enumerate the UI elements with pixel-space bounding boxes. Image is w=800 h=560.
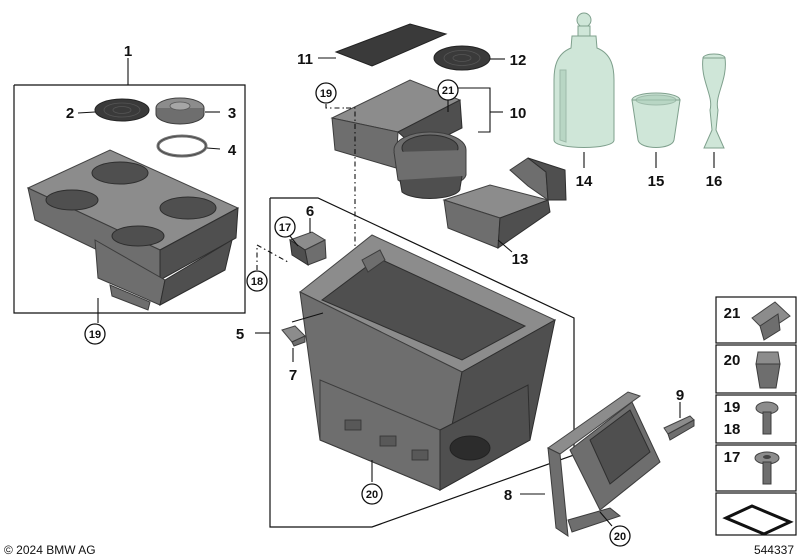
- part-9-connector[interactable]: [663, 415, 695, 441]
- callout-19-circle-a[interactable]: [84, 323, 106, 345]
- part-16-goblet[interactable]: [702, 53, 726, 149]
- callout-20-circle-b[interactable]: [609, 525, 631, 547]
- part-7-small-cover[interactable]: [281, 325, 306, 347]
- clip-20-icon: [755, 351, 781, 389]
- callout-6[interactable]: 6: [306, 203, 314, 220]
- legend-18[interactable]: 18: [724, 421, 741, 438]
- part-15-glass[interactable]: [631, 92, 681, 148]
- callout-12[interactable]: 12: [510, 52, 527, 69]
- legend-21[interactable]: 21: [724, 305, 741, 322]
- part-12-round-mat[interactable]: [433, 45, 491, 71]
- callout-19-circle-b[interactable]: [315, 82, 337, 104]
- part-13-insert[interactable]: [442, 157, 567, 250]
- screw-17-icon: [754, 451, 780, 485]
- callout-13[interactable]: 13: [512, 251, 529, 268]
- callout-7[interactable]: 7: [289, 367, 297, 384]
- diagram-id: 544337: [753, 543, 794, 557]
- part-4-ring[interactable]: [156, 134, 208, 158]
- callout-10[interactable]: 10: [510, 105, 527, 122]
- part-6-clip[interactable]: [288, 231, 327, 267]
- callout-20-circle-a[interactable]: [361, 483, 383, 505]
- callout-5[interactable]: 5: [236, 326, 244, 343]
- callout-11[interactable]: 11: [297, 51, 313, 68]
- callout-18[interactable]: 18: [251, 276, 263, 288]
- callout-2[interactable]: 2: [66, 105, 74, 122]
- clip-21-icon: [751, 301, 791, 341]
- callout-17[interactable]: 17: [279, 222, 291, 234]
- part-1-cup-holder-body[interactable]: [26, 149, 240, 311]
- callout-20-b[interactable]: 20: [614, 531, 626, 543]
- callout-20-a[interactable]: 20: [366, 489, 378, 501]
- legend-19[interactable]: 19: [724, 399, 741, 416]
- callout-9[interactable]: 9: [676, 387, 684, 404]
- legend-20[interactable]: 20: [724, 352, 741, 369]
- callout-17-circle[interactable]: [274, 216, 296, 238]
- callout-19-a[interactable]: 19: [89, 329, 101, 341]
- part-2-round-mat[interactable]: [94, 98, 150, 122]
- callout-19-b[interactable]: 19: [320, 88, 332, 100]
- box-symbol-icon: [722, 504, 794, 536]
- callout-1[interactable]: 1: [124, 43, 132, 60]
- part-14-decanter[interactable]: [553, 12, 615, 148]
- callout-8[interactable]: 8: [504, 487, 512, 504]
- part-5-storage-box[interactable]: [299, 234, 557, 491]
- callout-15[interactable]: 15: [648, 173, 665, 190]
- group-cup-holder-frame: [13, 58, 246, 323]
- part-10-tray[interactable]: [330, 79, 467, 199]
- callout-4[interactable]: 4: [228, 142, 237, 159]
- part-3-cap[interactable]: [155, 97, 205, 125]
- callout-14[interactable]: 14: [576, 173, 593, 190]
- legend-fasteners: [715, 296, 797, 536]
- screw-19-icon: [755, 401, 779, 435]
- callout-16[interactable]: 16: [706, 173, 723, 190]
- part-11-mat[interactable]: [334, 23, 448, 67]
- legend-17[interactable]: 17: [724, 449, 741, 466]
- part-8-bracket[interactable]: [547, 391, 661, 538]
- copyright-text: © 2024 BMW AG: [4, 543, 96, 557]
- callout-18-circle[interactable]: [246, 270, 268, 292]
- callout-21[interactable]: 21: [442, 85, 454, 97]
- callout-3[interactable]: 3: [228, 105, 236, 122]
